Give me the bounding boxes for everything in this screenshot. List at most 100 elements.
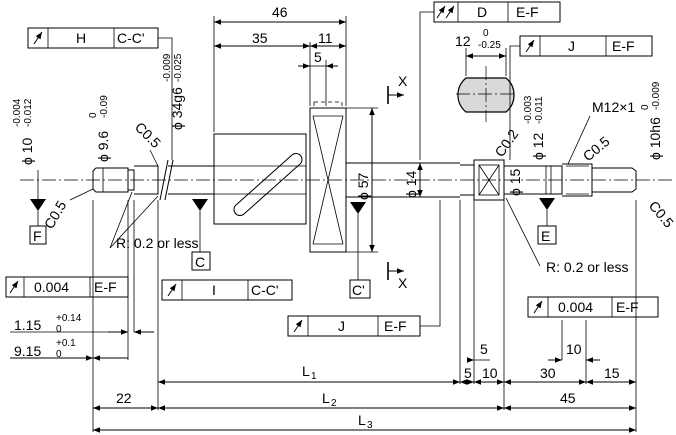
svg-text:-0.009: -0.009 xyxy=(162,53,173,82)
svg-text:0.004: 0.004 xyxy=(34,279,69,295)
svg-text:C: C xyxy=(195,254,205,270)
dim-L1: L xyxy=(302,363,310,379)
dim-L3: L xyxy=(358,412,366,428)
left-journal xyxy=(92,167,129,193)
datum-F: F xyxy=(29,170,47,245)
svg-text:E-F: E-F xyxy=(94,279,117,295)
frame-runout-004-right: 0.004 E-F xyxy=(527,296,659,318)
svg-text:C0.2: C0.2 xyxy=(491,126,521,160)
svg-text:+0.1: +0.1 xyxy=(56,338,76,349)
runout-arrow-icon xyxy=(533,300,543,314)
svg-text:E: E xyxy=(541,228,550,244)
runout-arrow-icon xyxy=(525,39,535,53)
svg-text:-0.004: -0.004 xyxy=(12,98,23,127)
dim-1-15: 1.15 xyxy=(14,317,41,333)
dim-phi15: ϕ 15 xyxy=(507,168,523,196)
frame-total-runout-D: D E-F xyxy=(433,1,561,23)
screw-shaft-right xyxy=(346,162,460,198)
frame-runout-H: H C-C' xyxy=(27,27,159,49)
svg-text:-0.25: -0.25 xyxy=(478,40,501,51)
nut-slot xyxy=(233,153,303,216)
dim-phi10: ϕ 10 xyxy=(19,137,35,165)
svg-text:C': C' xyxy=(352,282,365,298)
svg-text:-0.09: -0.09 xyxy=(99,95,110,118)
section-markers: X X xyxy=(387,73,408,291)
datum-C: C xyxy=(191,199,211,271)
runout-arrow-icon xyxy=(167,283,177,297)
svg-text:D: D xyxy=(477,4,487,20)
dim-35: 35 xyxy=(252,30,268,46)
radius-note-left: R: 0.2 or less xyxy=(116,235,198,251)
dim-phi34: ϕ 34g6 xyxy=(169,87,185,130)
svg-text:X: X xyxy=(398,73,408,89)
dim-phi14: ϕ 14 xyxy=(403,170,419,198)
svg-text:E-F: E-F xyxy=(612,38,635,54)
svg-text:C-C': C-C' xyxy=(251,282,279,298)
svg-text:0: 0 xyxy=(88,112,99,118)
svg-text:C0.5: C0.5 xyxy=(580,133,613,164)
svg-text:-0.009: -0.009 xyxy=(651,81,662,110)
frame-runout-J-bottom: J E-F xyxy=(287,315,421,337)
frame-runout-I: I C-C' xyxy=(161,279,293,301)
dim-phi10h6: ϕ 10h6 xyxy=(647,117,663,160)
runout-arrow-icon xyxy=(9,280,19,294)
runout-arrow-icon xyxy=(33,31,43,45)
svg-text:0: 0 xyxy=(483,28,489,39)
dim-L2: L xyxy=(322,390,330,406)
dim-46: 46 xyxy=(272,4,288,20)
svg-text:3: 3 xyxy=(367,420,373,431)
support-ring xyxy=(473,159,505,201)
right-end xyxy=(592,167,637,193)
svg-text:5: 5 xyxy=(464,365,472,381)
frame-runout-J-top: J E-F xyxy=(519,35,653,57)
svg-text:10: 10 xyxy=(482,365,498,381)
datum-C-prime: C' xyxy=(349,202,371,299)
svg-text:+0.14: +0.14 xyxy=(56,313,82,324)
svg-text:C0.5: C0.5 xyxy=(646,198,676,231)
svg-text:0: 0 xyxy=(56,349,62,360)
left-groove xyxy=(128,169,135,191)
nut-body xyxy=(213,133,307,225)
dim-phi57: ϕ 57 xyxy=(355,172,371,200)
svg-text:0: 0 xyxy=(56,324,62,335)
dim-5-top: 5 xyxy=(314,49,322,65)
dim-phi96: ϕ 9.6 xyxy=(95,131,111,162)
svg-text:2: 2 xyxy=(331,398,337,409)
svg-text:-0.025: -0.025 xyxy=(173,53,184,82)
svg-text:-0.011: -0.011 xyxy=(534,96,545,124)
svg-text:1: 1 xyxy=(311,371,317,382)
svg-text:E-F: E-F xyxy=(384,318,407,334)
thread-label: M12×1 xyxy=(592,99,635,115)
dim-30: 30 xyxy=(540,365,556,381)
dim-9-15: 9.15 xyxy=(14,343,41,359)
svg-text:-0.003: -0.003 xyxy=(523,95,534,124)
flat-section-view: 12 0 -0.25 xyxy=(455,28,515,122)
dim-10-right: 10 xyxy=(566,341,582,357)
svg-text:J: J xyxy=(338,318,345,334)
top-dimensions: 46 35 11 5 xyxy=(213,4,347,132)
svg-text:-0.012: -0.012 xyxy=(23,98,34,127)
dim-phi12: ϕ 12 xyxy=(530,132,546,160)
diameter-labels: ϕ 10 -0.004 -0.012 ϕ 9.6 0 -0.09 ϕ 34g6 … xyxy=(12,53,663,253)
svg-text:0: 0 xyxy=(640,104,651,110)
left-step xyxy=(134,165,159,195)
shaft xyxy=(92,101,637,253)
total-runout-arrow-icon xyxy=(436,5,446,19)
svg-text:C-C': C-C' xyxy=(117,30,145,46)
dim-45: 45 xyxy=(560,390,576,406)
dim-11: 11 xyxy=(318,30,333,46)
svg-text:H: H xyxy=(76,30,86,46)
runout-arrow-icon xyxy=(293,319,303,333)
svg-text:I: I xyxy=(212,282,216,298)
dim-12: 12 xyxy=(455,33,471,49)
datum-E: E xyxy=(537,198,557,245)
bottom-dimensions: 1.15 +0.14 0 9.15 +0.1 0 5 10 L 1 5 10 3… xyxy=(10,200,637,433)
svg-text:J: J xyxy=(568,38,575,54)
thread-m12 xyxy=(562,163,593,197)
radius-note-right: R: 0.2 or less xyxy=(546,259,628,275)
svg-text:C0.5: C0.5 xyxy=(132,119,164,151)
dim-22: 22 xyxy=(116,390,132,406)
break-line xyxy=(159,159,169,201)
right-journal xyxy=(504,165,563,195)
